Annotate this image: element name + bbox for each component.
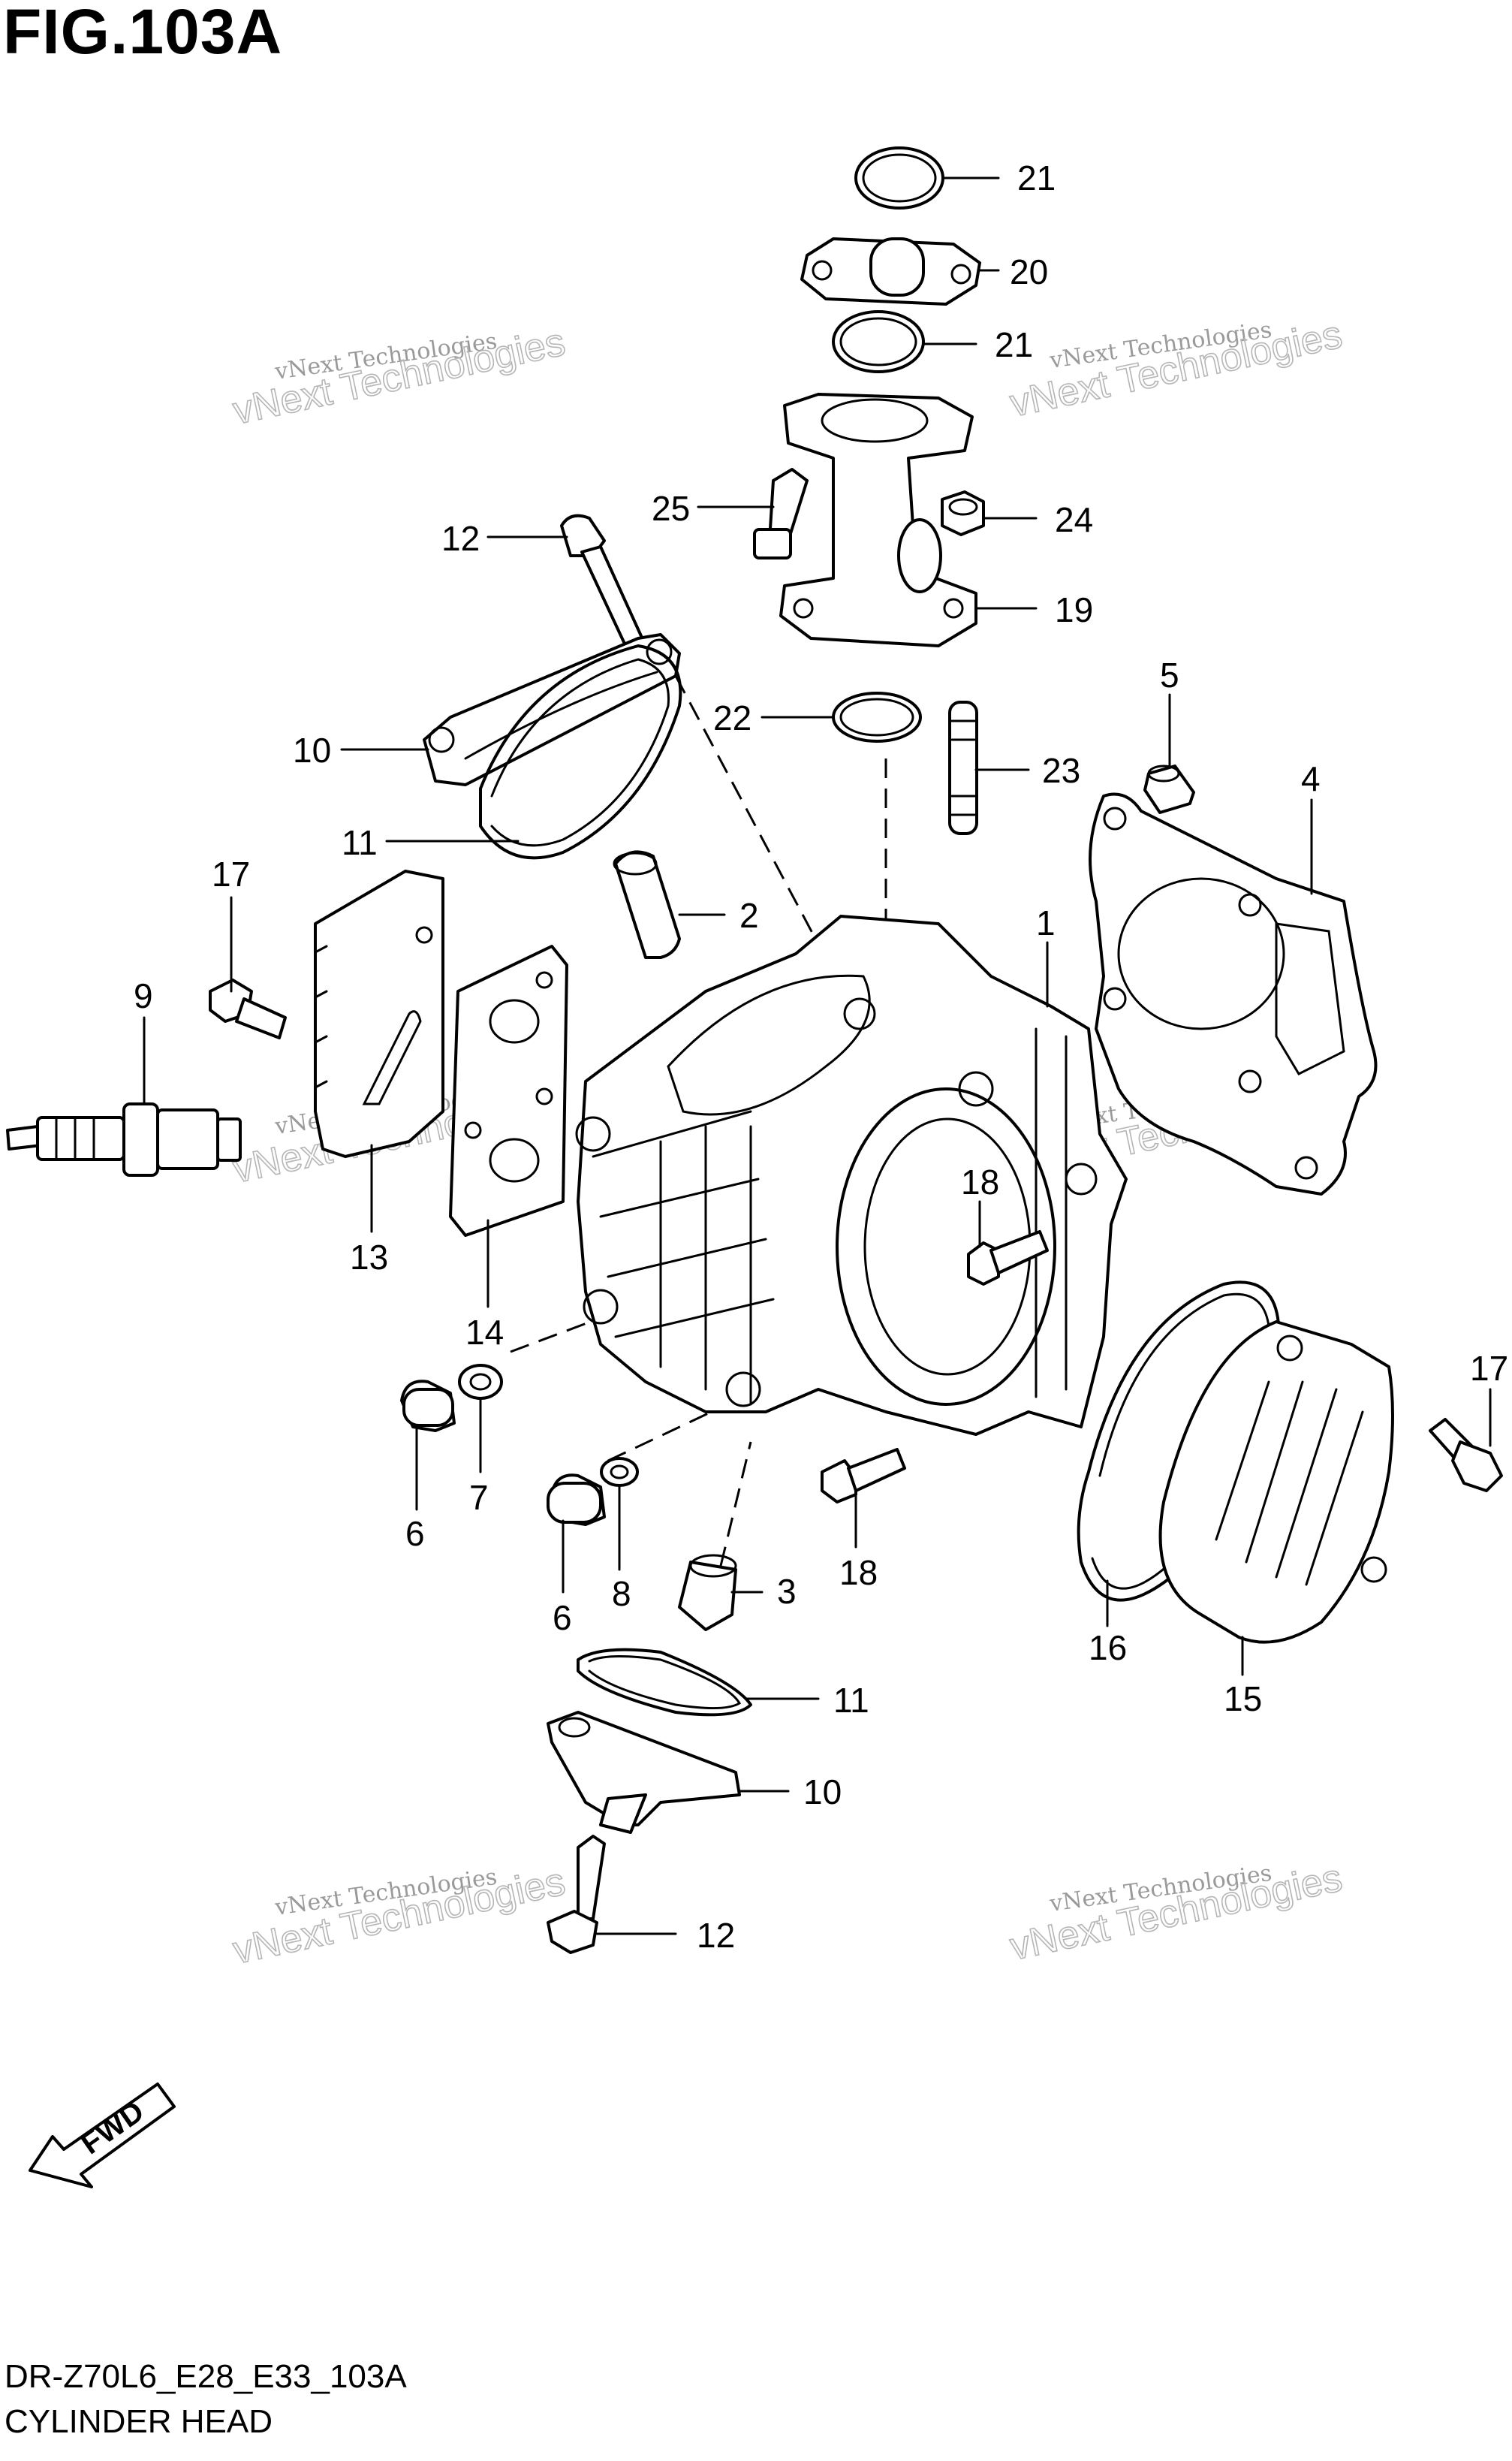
callout-17-right: 17 [1470, 1349, 1508, 1388]
bolt-12-top [560, 514, 647, 655]
callout-22: 22 [713, 698, 751, 737]
side-cover-15 [1158, 1320, 1394, 1644]
callout-3: 3 [777, 1572, 797, 1611]
callout-15: 15 [1224, 1679, 1262, 1718]
intake-pipe-19 [779, 393, 977, 647]
o-ring-11-bottom [577, 1648, 752, 1717]
o-ring-21-top [854, 146, 944, 210]
spark-plug-9 [6, 1102, 242, 1177]
leader-lines [143, 176, 1492, 1935]
washer-7 [458, 1364, 503, 1400]
cam-cover-10-bottom [547, 1711, 741, 1834]
callout-21-middle: 21 [995, 325, 1033, 364]
callout-13: 13 [350, 1238, 388, 1277]
figure-name: CYLINDER HEAD [5, 2403, 273, 2440]
callout-11-bottom: 11 [833, 1681, 869, 1720]
alignment-line-cap-6a [510, 1316, 601, 1353]
o-ring-22 [832, 692, 922, 743]
bolt-12-bottom [547, 1835, 606, 1954]
callout-6-left: 6 [405, 1514, 425, 1553]
valve-guide-2 [613, 850, 681, 959]
callout-14: 14 [465, 1313, 504, 1352]
callout-24: 24 [1055, 500, 1093, 539]
bolt-18-upper [967, 1230, 1049, 1286]
callout-12-top: 12 [441, 519, 480, 558]
nut-24 [941, 490, 985, 536]
callout-4: 4 [1301, 759, 1321, 798]
callout-18-upper: 18 [961, 1163, 999, 1202]
cap-nut-6-right [547, 1473, 606, 1526]
callout-23: 23 [1042, 751, 1080, 790]
callout-8: 8 [612, 1574, 631, 1613]
o-ring-11-top [479, 644, 682, 860]
callout-18-lower: 18 [839, 1553, 878, 1592]
callout-5: 5 [1160, 656, 1179, 695]
bolt-25 [753, 468, 809, 559]
callout-20: 20 [1010, 252, 1048, 291]
cap-nut-6-left [400, 1380, 456, 1432]
cam-cover-10-top [423, 633, 681, 786]
callout-10-bottom: 10 [803, 1772, 842, 1811]
bolt-18-lower [821, 1448, 906, 1503]
callout-1: 1 [1036, 903, 1056, 942]
callout-6-right: 6 [553, 1598, 572, 1637]
callout-10-top: 10 [293, 731, 331, 770]
tensioner-plug-3 [678, 1554, 737, 1631]
watermark-bottom-right: vNext Technologies vNext Technologies [1006, 1856, 1347, 1970]
head-gasket-4 [1089, 792, 1378, 1196]
alignment-line-tensioner [719, 1441, 752, 1567]
callout-19: 19 [1055, 590, 1093, 629]
gasket-14 [449, 945, 568, 1237]
callout-25: 25 [652, 489, 690, 528]
callout-2: 2 [739, 896, 759, 935]
callout-labels: 21 20 21 25 24 12 19 22 5 10 23 4 11 2 1… [134, 158, 1508, 1955]
watermark-top-right: vNext Technologies vNext Technologies [1006, 312, 1347, 427]
side-cover-13 [314, 870, 444, 1158]
callout-12-bottom: 12 [697, 1916, 735, 1955]
watermark-bottom-left: vNext Technologies vNext Technologies [229, 1859, 570, 1974]
figure-code: DR-Z70L6_E28_E33_103A [5, 2358, 407, 2395]
callout-21-top: 21 [1017, 158, 1056, 198]
washer-8 [600, 1457, 639, 1487]
watermark-top-left: vNext Technologies vNext Technologies [229, 320, 570, 434]
bolt-17-right [1429, 1418, 1503, 1492]
insulator-20 [800, 237, 981, 306]
cylinder-head-1 [575, 915, 1128, 1436]
callout-17-left: 17 [212, 855, 250, 894]
forward-arrow-icon: FWD [29, 2083, 176, 2188]
stud-23 [948, 701, 978, 835]
callout-7: 7 [469, 1478, 489, 1517]
dowel-pin-5 [1143, 765, 1195, 814]
callout-11-top: 11 [342, 823, 378, 862]
o-ring-21-middle [832, 310, 925, 373]
callout-16: 16 [1089, 1628, 1127, 1667]
bolt-17-left [209, 979, 287, 1039]
figure-title: FIG.103A [3, 0, 283, 67]
callout-9: 9 [134, 976, 153, 1015]
